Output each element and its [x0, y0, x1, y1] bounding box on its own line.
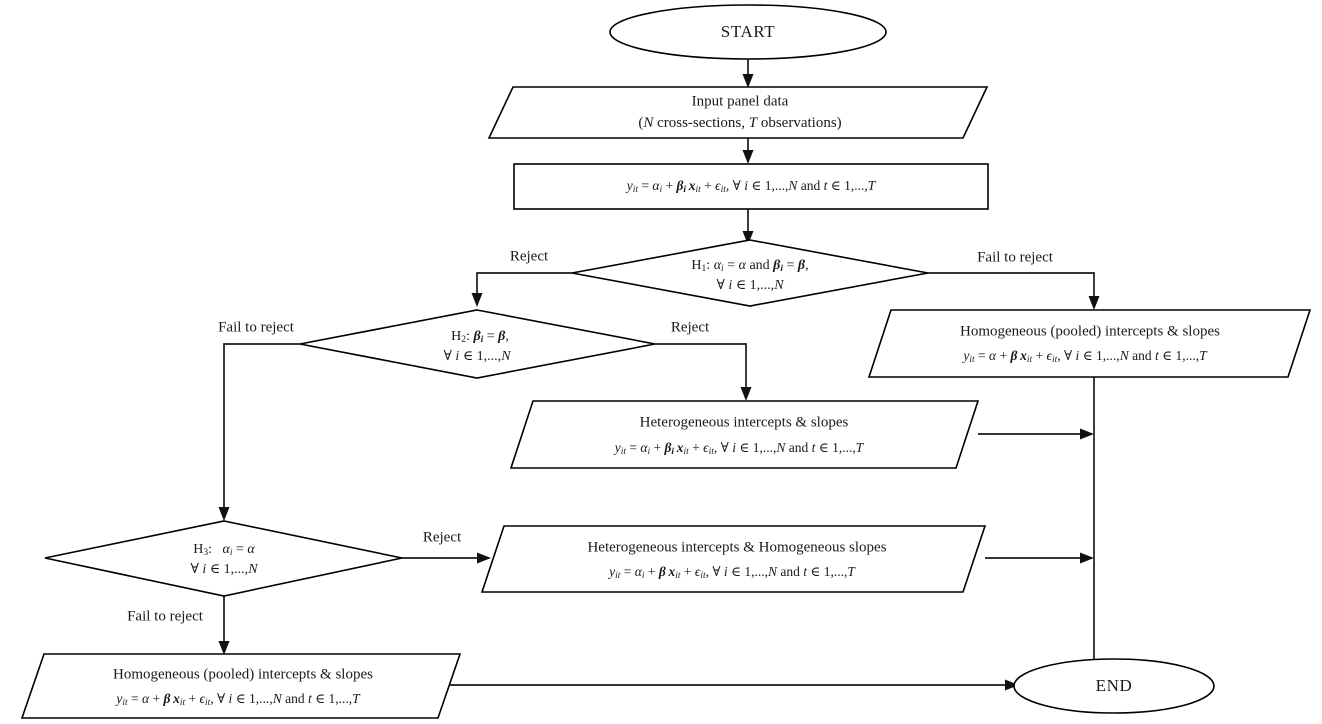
- arrowhead-hetero-both-to-spine: [1080, 428, 1094, 440]
- hetero-both-line1: Heterogeneous intercepts & slopes: [640, 414, 849, 430]
- edge-h1-fail-to-pooled-right: [928, 272, 1095, 300]
- h1-label-line2: ∀ i ∈ 1,...,N: [716, 278, 784, 293]
- arrowhead-input-to-model: [742, 150, 754, 164]
- connector-layer: [218, 51, 1100, 691]
- end-ellipse: [1013, 658, 1215, 714]
- edge-h2-fail-to-h3: [223, 343, 300, 510]
- input-parallelogram: [487, 86, 989, 139]
- hetero-int-line1: Heterogeneous intercepts & Homogeneous s…: [587, 539, 886, 555]
- arrowhead-hetero-int-to-spine: [1080, 552, 1094, 564]
- node-h3-decision[interactable]: H3: αi = α ∀ i ∈ 1,...,N: [44, 520, 403, 597]
- h3-label-line1: H3: αi = α: [193, 542, 255, 558]
- node-model-equation[interactable]: yit = αi + βi xit + ϵit, ∀ i ∈ 1,...,N a…: [513, 163, 989, 210]
- arrowhead-h2-reject-to-hetero-both: [740, 387, 752, 401]
- edge-label-h1-fail: Fail to reject: [977, 249, 1054, 265]
- arrowhead-h2-fail-to-h3: [218, 507, 230, 521]
- model-rect: [513, 163, 989, 210]
- pooled-right-line2: yit = α + β xit + ϵit, ∀ i ∈ 1,...,N and…: [961, 348, 1208, 365]
- node-start[interactable]: START: [609, 4, 887, 60]
- edge-label-layer: Reject Fail to reject Fail to reject Rej…: [127, 248, 1054, 624]
- hetero-both-parallelogram: [509, 400, 980, 469]
- pooled-bottom-line2: yit = α + β xit + ϵit, ∀ i ∈ 1,...,N and…: [114, 691, 361, 708]
- hetero-both-line2: yit = αi + βi xit + ϵit, ∀ i ∈ 1,...,N a…: [613, 440, 865, 457]
- arrowhead-model-to-h1: [742, 231, 754, 245]
- input-line2-mid: cross-sections,: [653, 115, 748, 131]
- pooled-right-parallelogram: [867, 309, 1312, 378]
- input-line2-T: T: [749, 115, 759, 131]
- node-input-panel-data[interactable]: Input panel data (N cross-sections, T ob…: [487, 86, 989, 139]
- start-label: START: [721, 22, 775, 41]
- hetero-int-line2: yit = αi + β xit + ϵit, ∀ i ∈ 1,...,N an…: [607, 564, 856, 581]
- h3-diamond: [44, 520, 403, 597]
- input-line2-prefix: (: [638, 115, 643, 131]
- start-ellipse: [609, 4, 887, 60]
- h3-label-line2: ∀ i ∈ 1,...,N: [190, 562, 258, 577]
- input-line2-N: N: [642, 115, 654, 131]
- edge-label-h3-reject: Reject: [423, 529, 462, 545]
- node-pooled-right[interactable]: Homogeneous (pooled) intercepts & slopes…: [867, 309, 1312, 378]
- input-label-line1: Input panel data: [692, 93, 789, 109]
- edge-label-h2-reject: Reject: [671, 319, 710, 335]
- node-end[interactable]: END: [1013, 658, 1215, 714]
- arrowhead-h3-reject-to-hetero-int: [477, 552, 491, 564]
- node-hetero-both[interactable]: Heterogeneous intercepts & slopes yit = …: [509, 400, 980, 469]
- pooled-bottom-parallelogram: [20, 653, 462, 719]
- arrowhead-h1-fail-to-pooled-right: [1088, 296, 1100, 310]
- h1-diamond: [571, 239, 929, 307]
- hetero-int-homo-slope-parallelogram: [480, 525, 987, 593]
- node-h2-decision[interactable]: H2: βi = β, ∀ i ∈ 1,...,N: [299, 309, 656, 379]
- pooled-bottom-line1: Homogeneous (pooled) intercepts & slopes: [113, 666, 373, 682]
- node-pooled-bottom[interactable]: Homogeneous (pooled) intercepts & slopes…: [20, 653, 462, 719]
- arrowhead-pooled-bottom-to-end: [1005, 679, 1019, 691]
- h2-diamond: [299, 309, 656, 379]
- end-label: END: [1096, 676, 1133, 695]
- arrowhead-start-to-input: [742, 74, 754, 88]
- edge-h1-reject-to-h2: [476, 272, 572, 297]
- h1-label-line1: H1: αi = α and βi = β,: [691, 258, 808, 274]
- input-line2-suffix: observations): [757, 115, 842, 131]
- input-label-line2: (N cross-sections, T observations): [638, 115, 841, 131]
- h2-label-line1: H2: βi = β,: [451, 329, 509, 345]
- node-h1-decision[interactable]: H1: αi = α and βi = β, ∀ i ∈ 1,...,N: [571, 239, 929, 307]
- arrowhead-h3-fail-to-pooled-bottom: [218, 641, 230, 655]
- edge-label-h3-fail: Fail to reject: [127, 608, 204, 624]
- edge-label-h1-reject: Reject: [510, 248, 549, 264]
- edge-h2-reject-to-hetero-both: [655, 343, 747, 391]
- arrowhead-h1-reject-to-h2: [471, 293, 483, 307]
- pooled-right-line1: Homogeneous (pooled) intercepts & slopes: [960, 323, 1220, 339]
- node-hetero-int-homo-slope[interactable]: Heterogeneous intercepts & Homogeneous s…: [480, 525, 987, 593]
- edge-label-h2-fail: Fail to reject: [218, 319, 295, 335]
- model-equation: yit = αi + βi xit + ϵit, ∀ i ∈ 1,...,N a…: [625, 178, 877, 195]
- h2-label-line2: ∀ i ∈ 1,...,N: [443, 349, 511, 364]
